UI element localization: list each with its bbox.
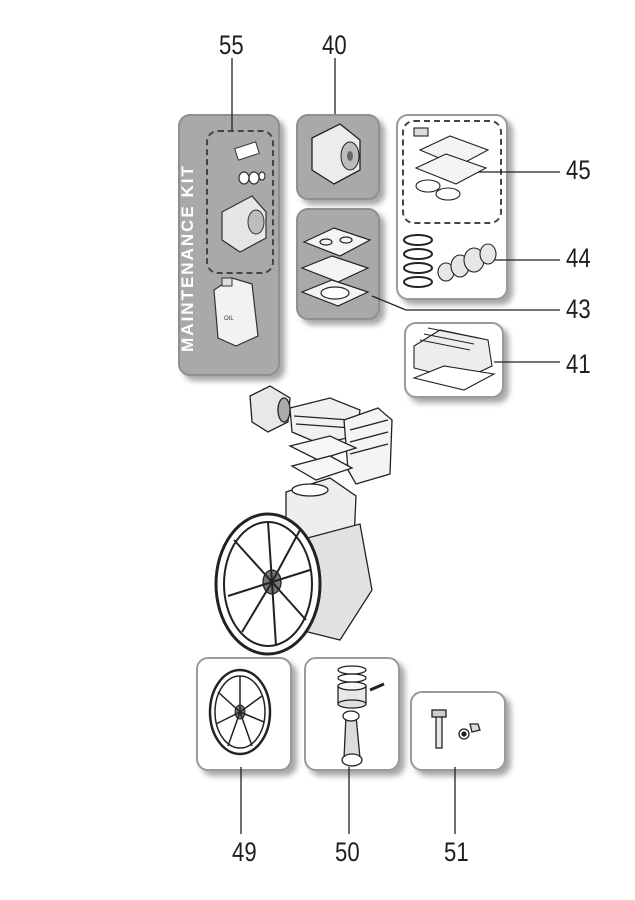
cylinder-head-icon	[412, 327, 496, 391]
callout-40: 40	[322, 30, 347, 60]
air-filter-icon	[311, 123, 361, 185]
maintenance-kit-dashed-group	[206, 130, 274, 274]
gasket-set-icon	[300, 227, 372, 307]
callout-43: 43	[566, 294, 591, 324]
kit-gasket-icon	[234, 141, 260, 161]
callout-45: 45	[566, 155, 591, 185]
callout-55: 55	[219, 30, 244, 60]
compressor-pump-assembly-icon	[214, 385, 393, 656]
callout-41: 41	[566, 349, 591, 379]
head-gasket-kit-icon	[413, 127, 490, 201]
piston-conrod-icon	[337, 665, 385, 767]
oil-can-label: OIL	[224, 316, 234, 322]
valve-assembly-icon	[437, 243, 497, 282]
flywheel-spokes	[227, 521, 311, 647]
callout-51: 51	[444, 837, 469, 867]
callout-49: 49	[232, 837, 257, 867]
kit-filter-icon	[221, 195, 267, 253]
piston-rings-icon	[403, 234, 433, 288]
callout-44: 44	[566, 243, 591, 273]
flywheel-icon	[208, 668, 272, 756]
oil-can-icon: OIL	[213, 277, 259, 347]
kit-rings-icon	[238, 171, 266, 185]
leader-43	[371, 295, 407, 311]
bolt-nut-icon	[431, 709, 481, 749]
callout-50: 50	[335, 837, 360, 867]
part-51-panel	[410, 691, 506, 771]
